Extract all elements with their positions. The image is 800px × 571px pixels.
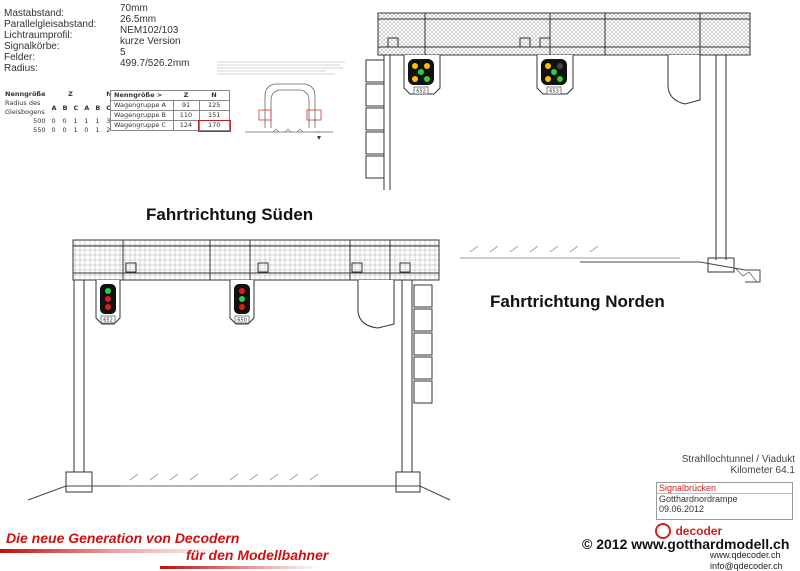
table-left-sub: B	[62, 103, 68, 112]
spec-value: 70mm	[120, 3, 148, 14]
banner-underline-2	[160, 566, 320, 569]
spec-label: Mastabstand:	[4, 8, 65, 19]
spec-value: 499.7/526.2mm	[120, 58, 190, 69]
heading-north: Fahrtrichtung Norden	[490, 292, 665, 311]
table-left-header-nenngroesse: Nenngröße	[5, 90, 46, 98]
table-cell: 110	[173, 110, 200, 121]
table-right-header-nenngroesse: Nenngröße >	[114, 91, 163, 99]
table-left-header-z: Z	[68, 90, 73, 98]
title-block-kilometer: Kilometer 64.1	[730, 465, 795, 476]
title-block: Strahllochtunnel / Viadukt Kilometer 64.…	[655, 454, 795, 476]
table-left-sub: A	[51, 103, 57, 112]
title-block-name: Gotthardnordrampe	[659, 494, 738, 504]
table-cell: 124	[173, 120, 200, 131]
spec-label: Signalkörbe:	[4, 41, 60, 52]
table-right-group: Wagengruppe B	[110, 110, 174, 121]
title-block-box: Signalbrücken Gotthardnordrampe 09.06.20…	[656, 482, 793, 520]
table-cell: 0	[51, 126, 56, 134]
south-plate-2: 650	[237, 318, 247, 324]
banner-line-1: Die neue Generation von Decodern	[6, 530, 240, 546]
spec-value: kurze Version	[120, 36, 181, 47]
table-right-group: Wagengruppe A	[110, 100, 174, 111]
spec-label: Radius:	[4, 63, 38, 74]
north-plate-1: 652	[416, 89, 426, 95]
table-cell: 1	[95, 126, 100, 134]
q-icon	[655, 522, 671, 539]
wagengruppe-table: Nenngröße > Z N Wagengruppe A 91 125 Wag…	[110, 90, 231, 132]
south-signal-plates: 652 650	[100, 315, 250, 324]
table-left-sub: B	[95, 103, 101, 112]
footer-url: www.qdecoder.ch	[710, 550, 781, 560]
north-plate-2: 653	[549, 89, 559, 95]
spec-label: Lichtraumprofil:	[4, 30, 73, 41]
spec-value: NEM102/103	[120, 25, 179, 36]
nenngroesse-radius-table: Nenngröße Z N Radius des Gleisbogens A B…	[2, 90, 115, 135]
spec-row: Mastabstand: 70mm	[4, 3, 214, 19]
footer-email: info@qdecoder.ch	[710, 561, 783, 571]
table-right-group: Wagengruppe C	[110, 120, 174, 131]
table-cell-highlight: 170	[198, 119, 231, 132]
table-cell: 0	[62, 117, 67, 125]
table-left-sub: C	[106, 103, 112, 112]
south-signal-bridge	[27, 239, 451, 501]
clearance-profile-sketch	[215, 58, 355, 148]
table-cell: 1	[84, 117, 89, 125]
spec-label: Felder:	[4, 52, 36, 63]
spec-row: Signalkörbe: kurze Version	[4, 36, 214, 52]
table-left-header-n: N	[106, 90, 112, 98]
copyright: © 2012 www.gotthardmodell.ch	[582, 536, 790, 552]
title-block-location: Strahllochtunnel / Viadukt	[681, 454, 795, 465]
banner-underline	[0, 549, 230, 553]
footer-banner-strip	[0, 528, 800, 571]
spec-label: Parallelgleisabstand:	[4, 19, 97, 30]
table-cell: 3	[106, 117, 111, 125]
table-right-header-z: Z	[183, 91, 189, 99]
table-right-header-n: N	[211, 91, 217, 99]
table-cell: 1	[95, 117, 100, 125]
table-left-row-radius: 550	[33, 126, 46, 134]
north-signal-head-1	[408, 59, 434, 85]
title-block-date: 09.06.2012	[659, 504, 705, 514]
table-cell: 2	[106, 126, 111, 134]
table-cell: 125	[208, 101, 221, 109]
spec-value: 26.5mm	[120, 14, 157, 25]
table-left-sub: A	[84, 103, 90, 112]
qdecoder-logo: decoder	[655, 522, 722, 540]
south-plate-1: 652	[103, 318, 113, 324]
table-left-radius-label: Radius des Gleisbogens	[5, 99, 45, 116]
spec-row: Parallelgleisabstand: 26.5mm	[4, 14, 214, 30]
south-signal-head-1	[100, 284, 116, 314]
table-cell: 0	[51, 117, 56, 125]
table-cell: 91	[173, 100, 200, 111]
table-left-row-radius: 500	[33, 117, 46, 125]
south-signal-head-2	[234, 284, 250, 314]
table-cell: 1	[73, 117, 78, 125]
table-cell: 0	[62, 126, 67, 134]
brand-name: decoder	[675, 523, 723, 538]
north-signal-head-2	[541, 59, 567, 85]
table-left-sub: C	[73, 103, 79, 112]
title-block-category: Signalbrücken	[657, 483, 792, 494]
spec-row: Radius: 499.7/526.2mm	[4, 58, 214, 74]
banner-line-2: für den Modellbahner	[186, 547, 329, 563]
spec-row: Lichtraumprofil: NEM102/103	[4, 25, 214, 41]
spec-value: 5	[120, 47, 126, 58]
heading-south: Fahrtrichtung Süden	[146, 205, 314, 224]
spec-row: Felder: 5	[4, 47, 214, 63]
table-cell: 151	[208, 111, 221, 119]
table-cell: 0	[84, 126, 89, 134]
north-signal-plates: 652 653	[413, 86, 562, 95]
table-cell: 1	[73, 126, 78, 134]
